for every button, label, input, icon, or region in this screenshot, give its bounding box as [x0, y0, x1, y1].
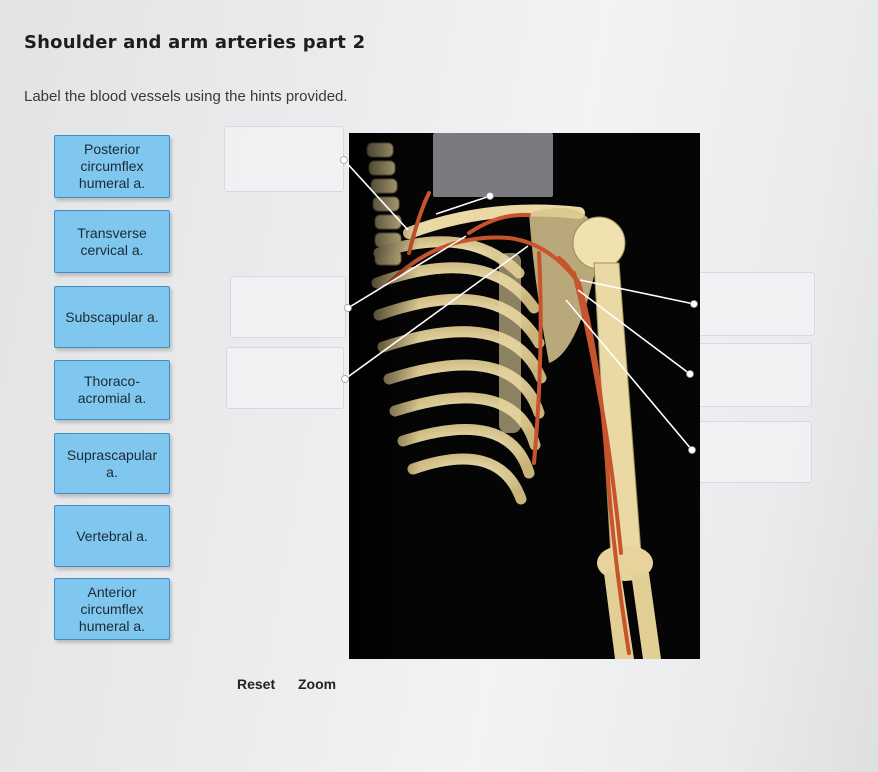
anatomy-image	[349, 133, 700, 659]
drop-target-2[interactable]	[230, 276, 346, 338]
drop-target-4[interactable]	[697, 272, 815, 336]
label-subscapular[interactable]: Subscapular a.	[54, 286, 170, 348]
drop-target-6[interactable]	[694, 421, 812, 483]
label-posterior-circumflex-humeral[interactable]: Posterior circumflex humeral a.	[54, 135, 170, 198]
reset-button[interactable]: Reset	[237, 676, 276, 692]
label-suprascapular[interactable]: Suprascapular a.	[54, 433, 170, 494]
zoom-button[interactable]: Zoom	[298, 676, 337, 692]
label-anterior-circumflex-humeral[interactable]: Anterior circumflex humeral a.	[54, 578, 170, 640]
page-title: Shoulder and arm arteries part 2	[24, 32, 366, 53]
drop-target-7[interactable]	[433, 133, 553, 197]
label-vertebral[interactable]: Vertebral a.	[54, 505, 170, 567]
drop-target-3[interactable]	[226, 347, 344, 409]
instructions-text: Label the blood vessels using the hints …	[24, 88, 348, 105]
drop-target-1[interactable]	[224, 126, 344, 192]
label-transverse-cervical[interactable]: Transverse cervical a.	[54, 210, 170, 273]
drop-target-5[interactable]	[692, 343, 812, 407]
label-thoracoacromial[interactable]: Thoraco- acromial a.	[54, 360, 170, 420]
